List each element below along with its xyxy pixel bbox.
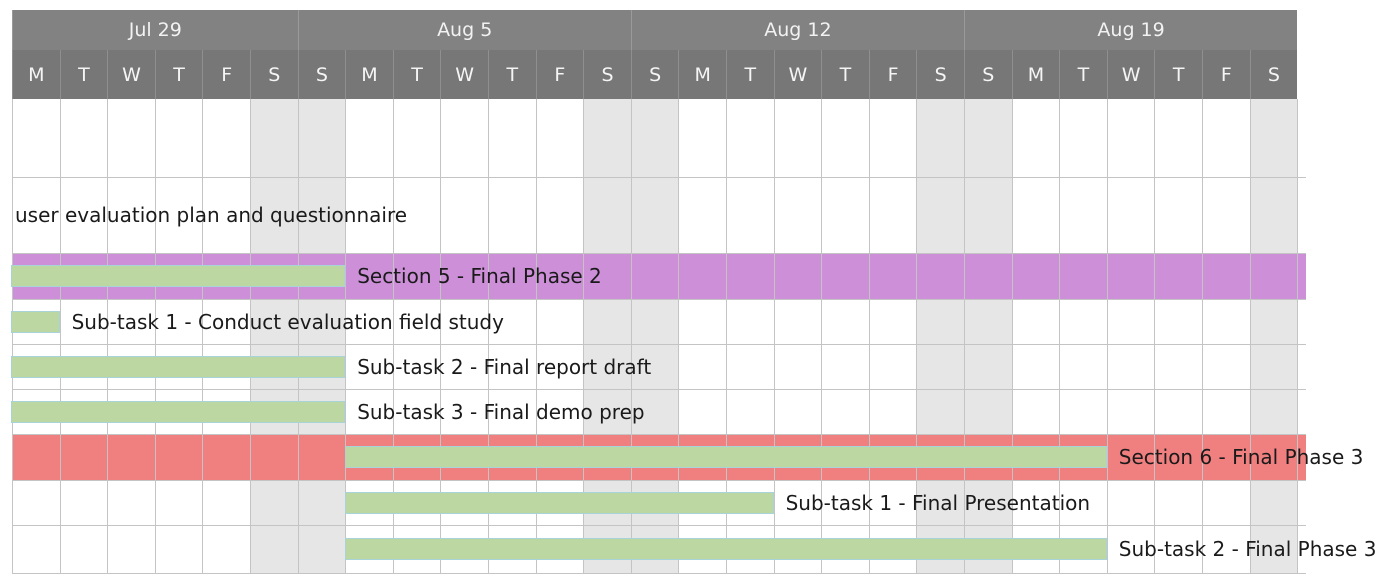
grid-line-vertical [155,99,156,573]
grid-line-vertical [774,99,775,573]
grid-line-horizontal [12,525,1306,526]
grid-line-vertical [488,99,489,573]
day-header: W [440,50,488,99]
grid-line-vertical [298,99,299,573]
day-header: T [59,50,108,99]
day-header: S [583,50,631,99]
grid-line-vertical [107,99,108,573]
grid-line-horizontal [12,573,1306,574]
week-header: Aug 12 [630,10,964,50]
task-label: Sub-task 3 - Final demo prep [357,399,645,424]
grid-line-vertical [726,99,727,573]
day-header: W [107,50,155,99]
grid-line-vertical [1297,99,1298,573]
day-header: T [154,50,203,99]
grid-line-horizontal [12,177,1306,178]
grid-line-vertical [1154,99,1155,573]
task-bar[interactable] [345,491,774,514]
week-header: Jul 29 [12,10,298,50]
weekend-column [297,99,346,573]
grid-line-vertical [583,99,584,573]
day-header: S [250,50,298,99]
task-label: Sub-task 1 - Final Presentation [785,490,1091,515]
grid-line-horizontal [12,434,1306,435]
grid-line-vertical [536,99,537,573]
task-bar[interactable] [11,355,346,378]
grid-line-horizontal [12,253,1306,254]
day-header: S [297,50,346,99]
week-header: Aug 19 [964,10,1298,50]
grid-line-vertical [1202,99,1203,573]
day-header: S [964,50,1012,99]
day-header: W [773,50,822,99]
grid-line-vertical [821,99,822,573]
weekend-column [964,99,1012,573]
week-header: Aug 5 [297,10,631,50]
section-bar[interactable] [345,446,1107,468]
day-header: M [345,50,393,99]
weekend-column [1249,99,1298,573]
task-label: Sub-task 2 - Final Phase 3 [1118,537,1376,561]
day-header: T [821,50,869,99]
day-header: W [1106,50,1155,99]
grid-line-horizontal [12,389,1306,390]
grid-line-vertical [869,99,870,573]
day-header: M [678,50,726,99]
day-header: M [12,50,60,99]
grid-line-vertical [250,99,251,573]
day-header: T [726,50,774,99]
day-header: S [1249,50,1298,99]
section-label: Section 6 - Final Phase 3 [1118,445,1364,469]
day-header: F [202,50,250,99]
day-header: S [630,50,679,99]
grid-line-vertical [1107,99,1108,573]
grid-line-horizontal [12,299,1306,300]
grid-line-vertical [916,99,917,573]
day-header: T [488,50,536,99]
grid-line-vertical [964,99,965,573]
day-header: F [535,50,584,99]
grid-line-vertical [202,99,203,573]
day-header: F [1202,50,1250,99]
section-bar[interactable] [11,265,346,287]
day-header: T [1154,50,1202,99]
weekend-column [250,99,298,573]
day-header: T [392,50,441,99]
task-bar[interactable] [11,310,60,333]
day-header: S [916,50,964,99]
task-bar[interactable] [11,400,346,423]
grid-line-vertical [12,99,13,573]
task-label: user evaluation plan and questionnaire [15,203,408,227]
grid-line-vertical [631,99,632,573]
grid-line-vertical [1250,99,1251,573]
grid-line-horizontal [12,480,1306,481]
grid-line-vertical [440,99,441,573]
day-header: T [1059,50,1107,99]
day-header: F [868,50,917,99]
grid-line-vertical [60,99,61,573]
grid-line-vertical [345,99,346,573]
task-label: Sub-task 1 - Conduct evaluation field st… [71,309,504,334]
section-label: Section 5 - Final Phase 2 [357,264,602,288]
task-label: Sub-task 2 - Final report draft [357,354,652,379]
grid-line-horizontal [12,344,1306,345]
grid-line-vertical [1059,99,1060,573]
grid-line-vertical [678,99,679,573]
task-bar[interactable] [345,538,1107,560]
weekend-column [916,99,964,573]
grid-line-vertical [1012,99,1013,573]
day-header: M [1011,50,1060,99]
grid-line-vertical [393,99,394,573]
